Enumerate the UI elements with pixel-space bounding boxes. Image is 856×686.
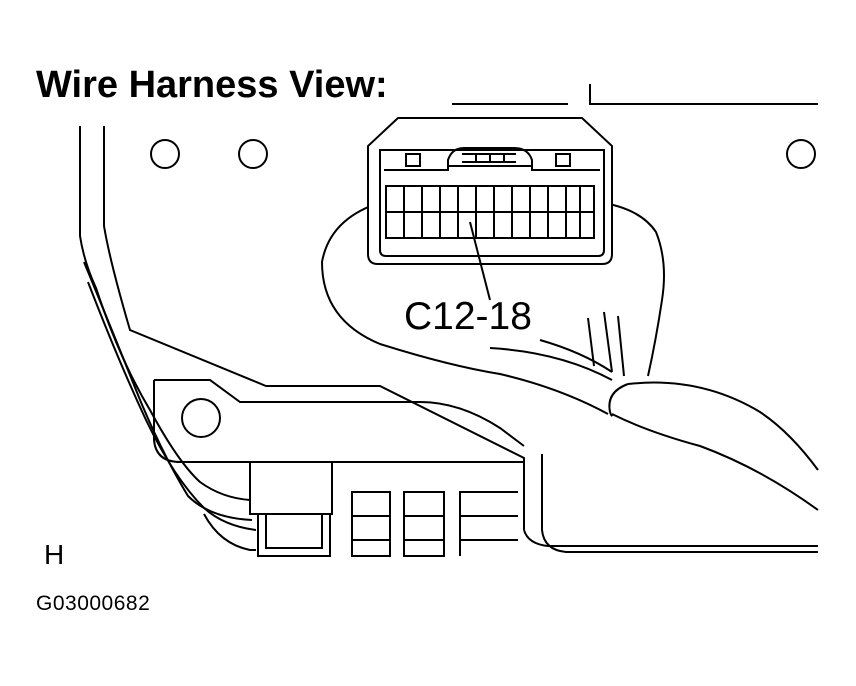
connector-lock-tab-slots: [462, 154, 516, 162]
title-blank-lines: [452, 84, 818, 104]
lower-connector-tab: [250, 462, 332, 514]
connector-latch-left: [406, 154, 420, 166]
harness-wire-strand-2: [540, 340, 612, 372]
harness-sheath-end: [609, 384, 628, 416]
harness-sheath-top: [628, 383, 818, 470]
harness-wire-strand-4: [604, 312, 612, 372]
mounting-hole-1: [151, 140, 179, 168]
harness-sheath-bottom: [612, 414, 818, 510]
diagram-title: Wire Harness View:: [36, 64, 388, 106]
panel-outline-inner-1: [104, 126, 524, 530]
mounting-hole-2: [239, 140, 267, 168]
connector-lock-tab: [448, 148, 532, 166]
lower-connector-block: [250, 462, 518, 556]
mounting-bracket: [154, 380, 524, 462]
harness-wire-strand-1: [490, 348, 612, 380]
panel-base-line-1: [204, 514, 256, 550]
connector-top-rail: [384, 166, 600, 170]
panel-base-line-3: [524, 530, 818, 546]
panel-outline-inner-2: [84, 262, 252, 520]
callout-leader-line: [470, 222, 490, 300]
connector-terminal-grid: [386, 186, 594, 238]
title-blank-line-2: [590, 84, 818, 104]
view-letter-label: H: [44, 539, 65, 570]
lower-connector-tab-inner: [266, 514, 322, 548]
mounting-holes: [151, 140, 815, 437]
harness-wire-strand-3: [588, 318, 594, 366]
mounting-hole-3: [787, 140, 815, 168]
panel-outline-outer: [80, 126, 250, 500]
connector-callout-label: C12-18: [404, 295, 532, 338]
connector-latch-right: [556, 154, 570, 166]
panel-base-line-2: [542, 454, 818, 552]
lower-connector-grid: [352, 492, 518, 556]
lower-connector-tab-body: [258, 514, 330, 556]
harness-wire-loop-left: [322, 202, 608, 414]
connector-c12: [368, 118, 612, 264]
wire-harness-sheath: [322, 202, 818, 510]
mounting-hole-4: [182, 399, 220, 437]
grid-cell-2: [404, 492, 444, 556]
bracket-left-edge: [154, 380, 524, 462]
panel-outline-inner-3: [88, 282, 256, 530]
harness-wire-strand-5: [618, 316, 624, 376]
bracket-outline: [154, 380, 524, 446]
grid-cell-3: [460, 492, 518, 556]
grid-cell-1: [352, 492, 390, 556]
harness-wire-loop-right: [598, 202, 664, 376]
figure-code-label: G03000682: [36, 592, 151, 615]
